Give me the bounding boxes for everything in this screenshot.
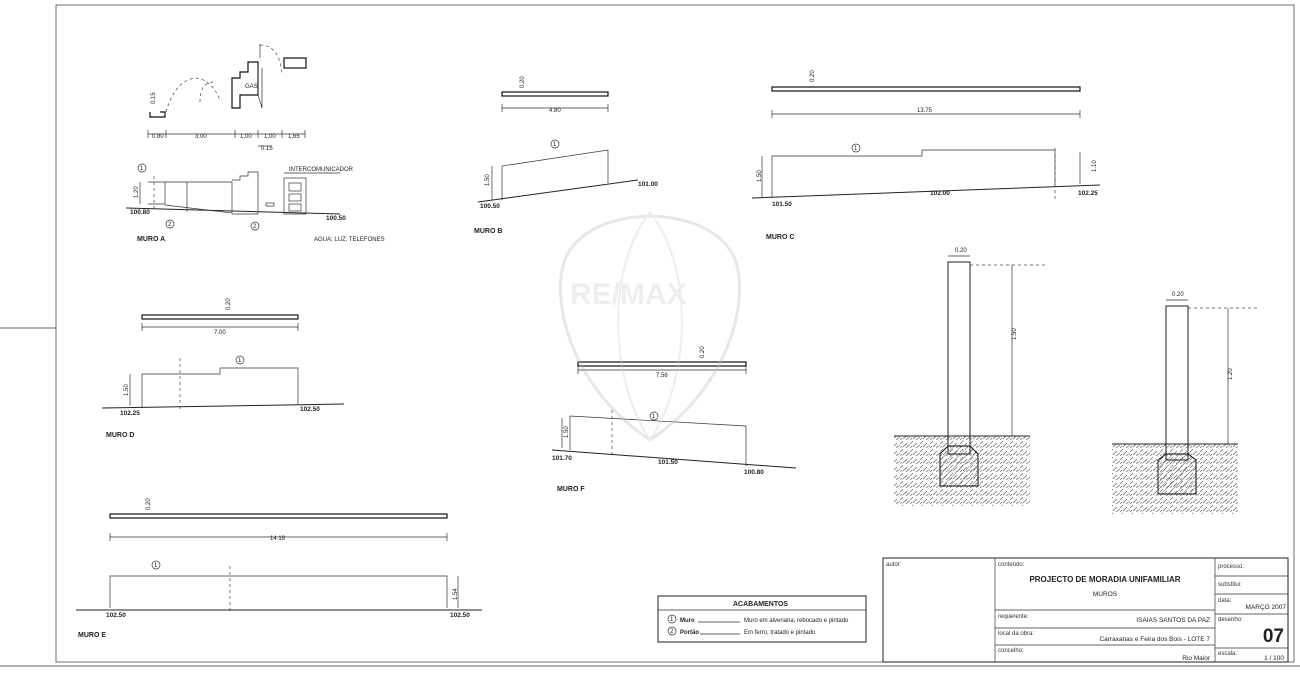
muro-a-label: MURO A [137,236,165,243]
svg-text:Muro: Muro [680,618,695,624]
svg-text:7.00: 7.00 [214,330,226,336]
muro-a-plan-dim-v: 0.15 [151,92,157,104]
svg-text:1.50: 1.50 [564,426,570,438]
svg-text:data:: data: [1218,598,1232,604]
svg-text:1.50: 1.50 [1012,328,1018,340]
svg-text:desenho:: desenho: [1218,617,1243,623]
muro-a-dim-3: 1.00 [240,134,252,140]
wall-section-1: 0.20 1.50 [894,248,1045,506]
muro-b-label: MURO B [474,228,502,235]
svg-text:1: 1 [553,142,557,148]
svg-text:100.80: 100.80 [744,469,764,476]
local-value: Carraxanas e Feira dos Bois - LOTE 7 [1099,636,1210,643]
muro-a-dim-1: 0.80 [152,134,164,140]
svg-text:1: 1 [670,617,674,623]
data-value: MARÇO 2007 [1246,604,1287,611]
project-subtitle: MUROS [1093,591,1118,598]
svg-text:substitui:: substitui: [1218,582,1242,588]
muro-d: 0.20 7.00 1.50 1 102.25 102.50 MURO D [101,298,345,439]
muro-a-dim-2: 3.00 [195,134,207,140]
muro-c: 0.20 13.75 1.50 1.10 1 101.50 102.00 102… [751,70,1101,241]
svg-text:1: 1 [652,414,656,420]
svg-text:ACABAMENTOS: ACABAMENTOS [733,601,788,608]
muro-a-plan: GAS 0.15 0.80 3.00 1.00 1.00 1.65 0.15 [147,44,307,152]
svg-text:1.54: 1.54 [453,588,459,600]
watermark-balloon: RE/MAX [559,210,741,442]
svg-text:101.50: 101.50 [658,459,678,466]
muro-a-elevation: INTERCOMUNICADOR 1.20 1 2 2 100.80 100.5… [125,163,385,243]
svg-text:1: 1 [854,146,858,152]
svg-text:processo:: processo: [1218,564,1244,570]
svg-text:100.50: 100.50 [480,203,500,210]
svg-text:102.50: 102.50 [450,612,470,619]
muro-a-dim-5: 1.65 [288,134,300,140]
watermark-text: RE/MAX [570,278,687,311]
svg-text:Muro em alvenaria, rebocado e: Muro em alvenaria, rebocado e pintado [744,618,849,624]
svg-text:Portão: Portão [680,630,699,636]
muro-a-dim-4: 1.00 [264,134,276,140]
svg-text:0.20: 0.20 [955,248,967,254]
title-block: autor: conteúdo: PROJECTO DE MORADIA UNI… [882,557,1289,663]
muro-b: 0.20 4.80 1.50 1 100.50 101.00 MURO B [474,76,658,235]
svg-text:0.20: 0.20 [520,76,526,88]
svg-text:102.25: 102.25 [120,410,140,417]
drawing-number: 07 [1263,626,1284,647]
conteudo-label: conteúdo: [998,562,1025,568]
intercom-label: INTERCOMUNICADOR [289,167,354,173]
svg-text:1.20: 1.20 [1228,368,1234,380]
svg-text:13.75: 13.75 [917,108,933,114]
utilities-label: AGUA; LUZ; TELEFONES [314,237,385,243]
svg-text:1.10: 1.10 [1092,160,1098,172]
scale-value: 1 / 100 [1264,655,1284,662]
svg-text:102.00: 102.00 [930,190,950,197]
project-title: PROJECTO DE MORADIA UNIFAMILIAR [1029,575,1180,584]
muro-a-level-2: 100.50 [326,215,346,222]
muro-e-label: MURO E [78,632,106,639]
svg-text:14.19: 14.19 [270,536,286,542]
muro-e: 0.20 14.19 1.54 1 102.50 102.50 MURO E [76,498,482,639]
svg-text:101.50: 101.50 [772,201,792,208]
muro-a-dim-6: 0.15 [261,146,273,152]
svg-text:0.20: 0.20 [146,498,152,510]
muro-a-height: 1.20 [134,186,140,198]
svg-text:102.25: 102.25 [1078,190,1098,197]
svg-text:102.50: 102.50 [106,612,126,619]
svg-text:1: 1 [154,563,158,569]
muro-d-label: MURO D [106,432,134,439]
svg-text:0.20: 0.20 [700,346,706,358]
concelho-value: Rio Maior [1182,655,1211,662]
svg-text:concelho:: concelho: [998,648,1024,654]
svg-text:2: 2 [253,224,257,230]
svg-text:4.80: 4.80 [549,108,561,114]
svg-text:1: 1 [140,166,144,172]
muro-f-label: MURO F [557,486,585,493]
gas-label: GAS [245,84,258,90]
muro-a-level-1: 100.80 [130,209,150,216]
svg-text:0.20: 0.20 [810,70,816,82]
requerente-value: ISAIAS SANTOS DA PAZ [1136,617,1210,624]
svg-text:1.50: 1.50 [757,170,763,182]
svg-text:2: 2 [670,629,674,635]
svg-text:102.50: 102.50 [300,406,320,413]
autor-label: autor: [886,562,902,568]
svg-text:101.00: 101.00 [638,181,658,188]
sheet-border [55,4,1295,663]
svg-text:1: 1 [238,358,242,364]
svg-text:1.50: 1.50 [124,384,130,396]
svg-text:101.70: 101.70 [552,455,572,462]
svg-text:1.50: 1.50 [485,174,491,186]
svg-text:0.20: 0.20 [226,298,232,310]
svg-text:Em ferro, tratado e pintado: Em ferro, tratado e pintado [744,630,816,636]
wall-section-2: 0.20 1.20 [1112,292,1260,514]
acabamentos-table: ACABAMENTOS 1 Muro Muro em alvenaria, re… [657,595,867,643]
svg-text:requerente:: requerente: [998,614,1029,620]
svg-text:7.56: 7.56 [656,373,668,379]
svg-text:escala:: escala: [1218,651,1237,657]
muro-c-label: MURO C [766,234,794,241]
svg-text:2: 2 [168,222,172,228]
svg-text:0.20: 0.20 [1172,292,1184,298]
muro-f: 0.20 7.56 1.50 1 101.70 101.50 100.80 MU… [551,346,797,493]
svg-text:local da obra:: local da obra: [998,631,1034,637]
